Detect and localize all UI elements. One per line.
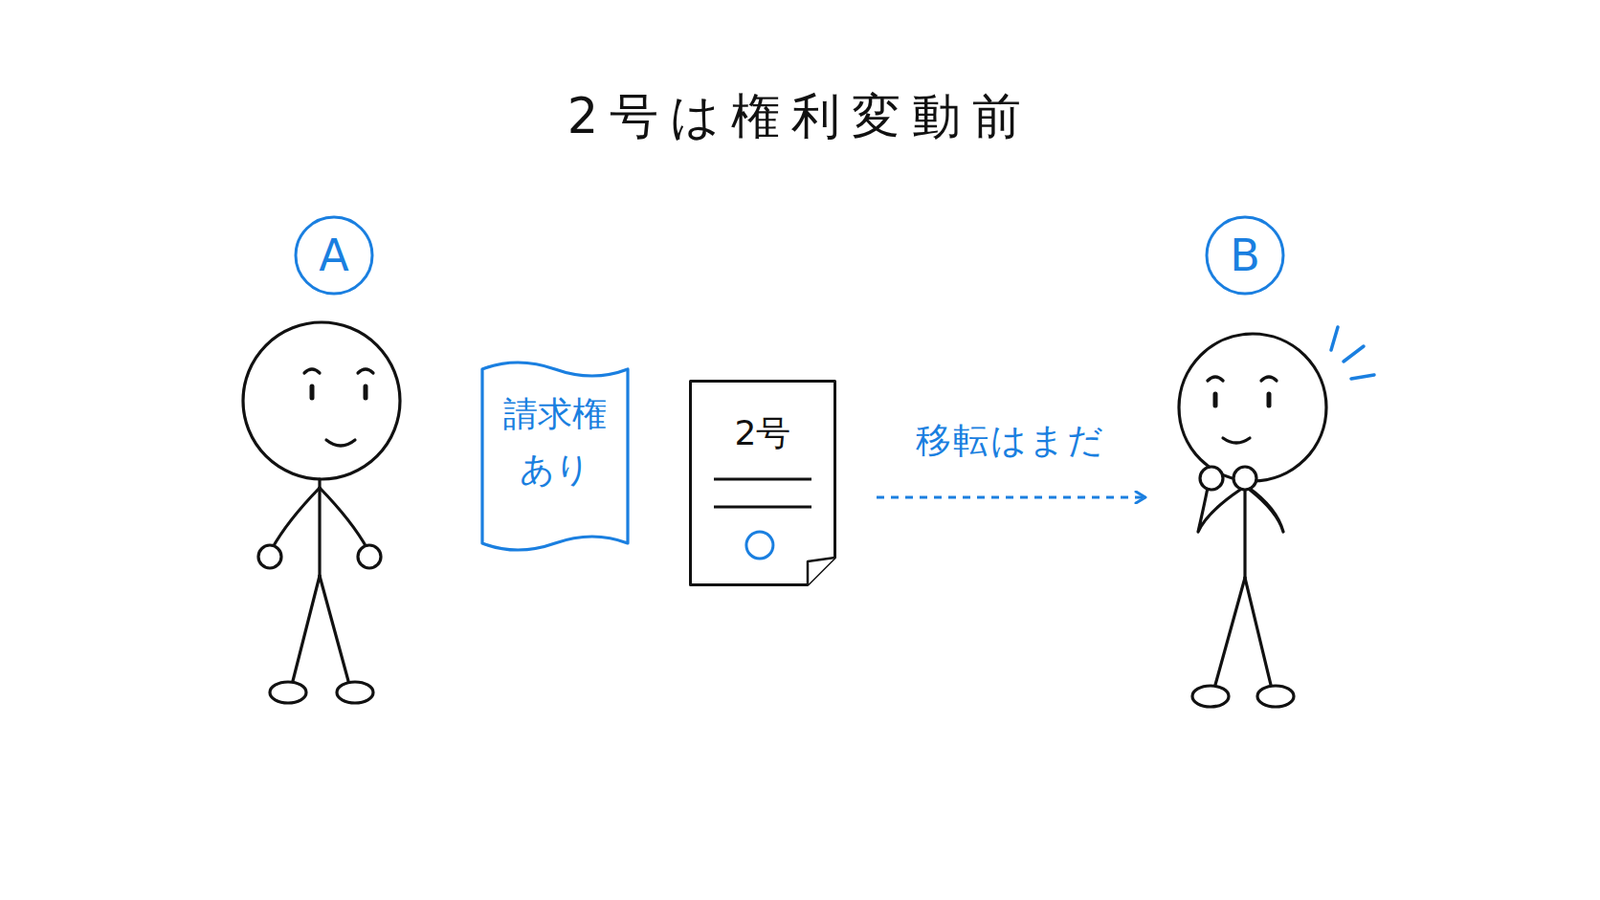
note-text: 請求権 あり: [497, 386, 613, 498]
person-a: [243, 322, 400, 704]
person-label: B: [1148, 215, 1342, 709]
person-b: [1178, 333, 1327, 708]
person-letter: B: [1206, 217, 1284, 294]
person-outline: [237, 215, 431, 709]
doc-outline: [688, 379, 837, 587]
registration-document: 2号: [688, 379, 837, 587]
edge-label: 移転はまだ: [911, 417, 1110, 466]
surprise-marks: [1331, 327, 1375, 379]
person-letter: A: [295, 217, 373, 294]
document-title: 2号: [688, 412, 837, 455]
person-outline: [1148, 215, 1342, 709]
diagram-title: 2号は権利変動前: [0, 84, 1600, 151]
person-label: A: [237, 215, 431, 709]
transfer-arrow: [876, 496, 1145, 500]
claim-note: 請求権 あり: [479, 361, 631, 552]
